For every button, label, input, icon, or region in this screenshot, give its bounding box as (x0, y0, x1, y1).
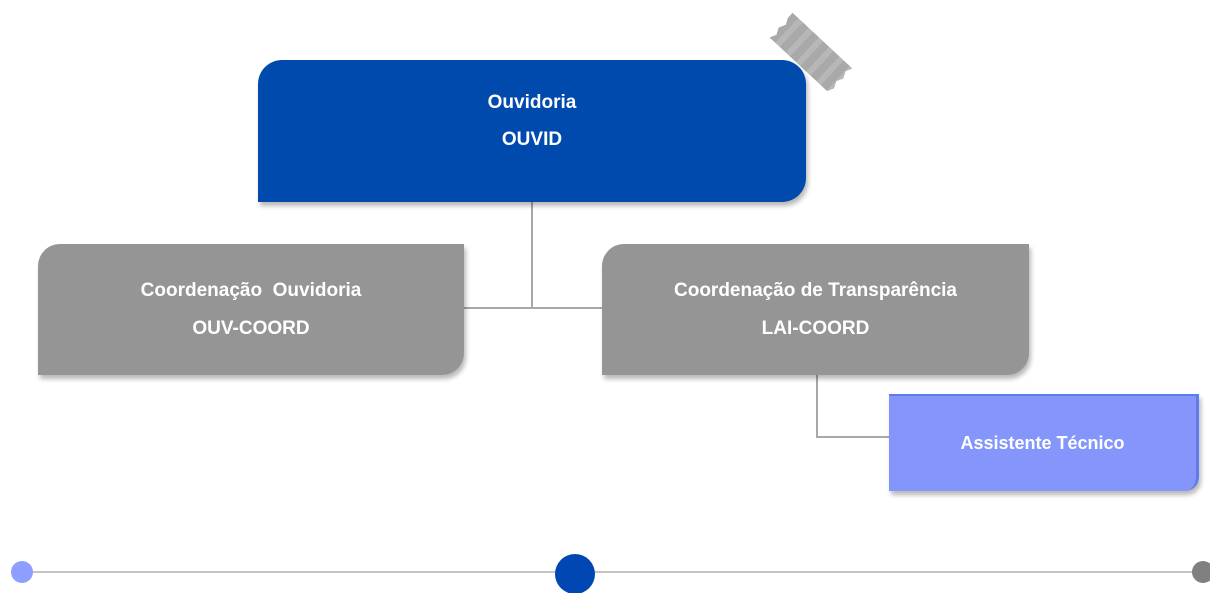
node-title: Ouvidoria (487, 92, 577, 113)
org-node-assistente-tecnico[interactable]: Assistente Técnico (889, 394, 1199, 491)
node-code: OUV-COORD (192, 317, 310, 339)
node-title: Coordenação Ouvidoria (140, 279, 362, 301)
node-title: Coordenação de Transparência (674, 279, 957, 301)
node-code: OUVID (501, 129, 563, 150)
org-node-ouv-coord[interactable]: Coordenação Ouvidoria OUV-COORD (38, 244, 464, 375)
timeline-dot-current[interactable] (555, 554, 595, 593)
node-code: LAI-COORD (761, 317, 870, 339)
org-node-lai-coord[interactable]: Coordenação de Transparência LAI-COORD (602, 244, 1029, 375)
connector-lai-to-assistant (816, 375, 889, 438)
timeline-dot-start[interactable] (11, 561, 33, 583)
timeline-dot-end[interactable] (1192, 561, 1210, 583)
org-node-ouvid[interactable]: Ouvidoria OUVID (258, 60, 806, 202)
node-title: Assistente Técnico (960, 433, 1125, 453)
